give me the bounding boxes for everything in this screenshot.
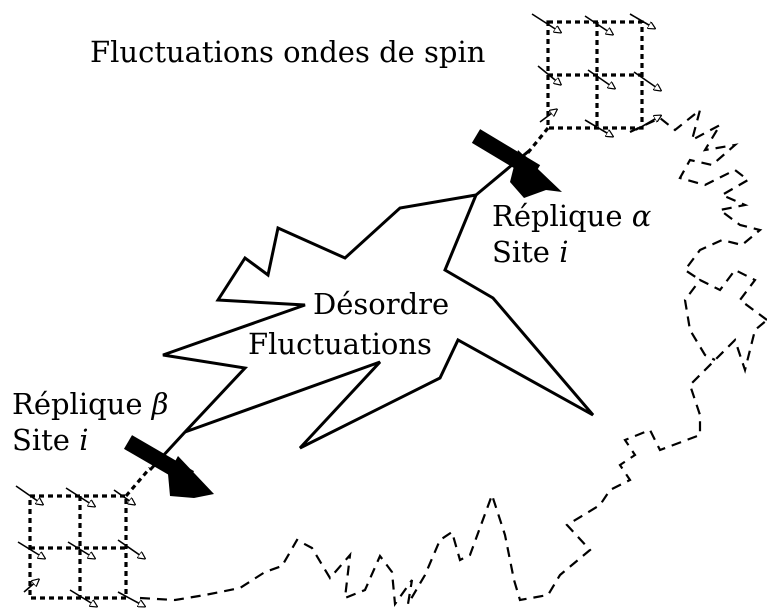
site-beta-symbol: i [79, 423, 89, 457]
site-alpha-text: Site [492, 235, 550, 269]
replica-beta-arrow [123, 435, 214, 498]
center-line1-text: Désordre [313, 287, 450, 321]
replica-alpha-symbol: α [631, 199, 652, 233]
site-beta-label: Site i [12, 426, 88, 455]
replica-beta-symbol: β [151, 387, 169, 421]
disorder-fluctuation-region [162, 193, 595, 450]
dashed-boundary-upper [683, 268, 767, 361]
center-label-line1: Désordre [313, 290, 449, 319]
site-alpha-symbol: i [559, 235, 569, 269]
center-label-line2: Fluctuations [248, 330, 432, 359]
dashed-boundary [139, 319, 767, 608]
spin-arrows-alpha [531, 13, 660, 136]
title-text: Fluctuations ondes de spin [90, 35, 486, 69]
center-line2-text: Fluctuations [248, 327, 432, 361]
spin-lattice-alpha [520, 20, 644, 162]
spin-lattice-beta [28, 466, 152, 600]
replica-alpha-arrow [471, 129, 562, 198]
dashed-boundary-top [629, 107, 763, 281]
spin-arrows-beta [15, 485, 144, 606]
site-beta-text: Site [12, 423, 70, 457]
replica-alpha-label: Réplique α [492, 202, 651, 231]
replica-beta-label: Réplique β [12, 390, 169, 419]
replica-beta-text: Réplique [12, 387, 143, 421]
replica-alpha-text: Réplique [492, 199, 623, 233]
site-alpha-label: Site i [492, 238, 568, 267]
title-label: Fluctuations ondes de spin [90, 38, 485, 67]
